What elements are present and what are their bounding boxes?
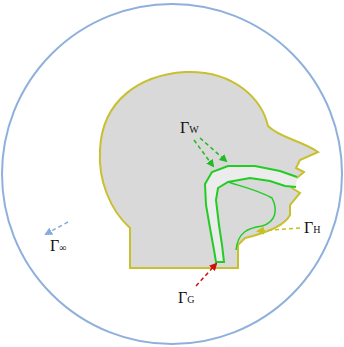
boundary-label: ΓW — [180, 120, 199, 136]
boundary-label: ΓH — [304, 220, 320, 236]
boundary-label: Γ∞ — [50, 238, 66, 254]
leader-line — [196, 264, 216, 286]
vocal-tract — [205, 166, 297, 262]
tongue-wall — [228, 182, 275, 250]
head-silhouette — [100, 72, 318, 268]
leader-line — [46, 222, 68, 234]
outer-boundary — [2, 4, 342, 344]
leader-line — [258, 228, 300, 231]
leader-line — [194, 140, 213, 166]
leader-line — [200, 138, 226, 161]
boundary-label: ΓG — [178, 290, 194, 306]
